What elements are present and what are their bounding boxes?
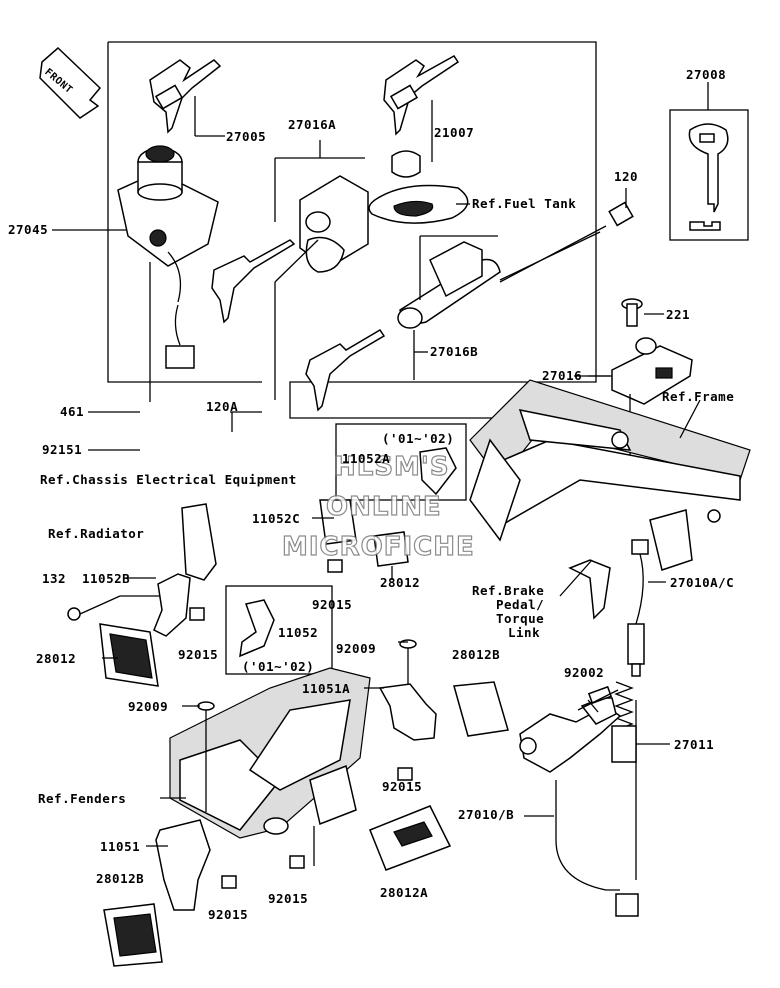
screw-221-icon [621, 298, 664, 327]
brake-pedal-icon [559, 559, 611, 620]
year-note-lower: ('01~'02) [242, 659, 315, 674]
part-label-92002: 92002 [564, 665, 605, 680]
part-label-27016B: 27016B [430, 344, 479, 359]
part-label-28012-upper: 28012 [380, 575, 421, 590]
reflector-28012A-icon [369, 805, 452, 871]
part-label-27045: 27045 [8, 222, 49, 237]
nut-92015-icon [189, 559, 413, 889]
ref-brake-line-1: Ref.Brake [472, 583, 545, 598]
part-label-27016: 27016 [542, 368, 583, 383]
part-label-28012B-right: 28012B [452, 647, 501, 662]
reflector-28012-icon [99, 623, 159, 687]
bolt-92009-icon [197, 639, 417, 812]
leader-lines [88, 375, 612, 847]
part-label-132: 132 [42, 571, 67, 586]
part-label-28012-left: 28012 [36, 651, 77, 666]
year-note-upper: ('01~'02) [382, 431, 455, 446]
ref-fenders: Ref.Fenders [38, 791, 127, 806]
ref-brake-line-2: Pedal/ [496, 597, 545, 612]
ref-frame: Ref.Frame [662, 389, 735, 404]
part-label-27005: 27005 [226, 129, 267, 144]
part-label-11051: 11051 [100, 839, 141, 854]
radiator-bracket-icon [181, 503, 217, 581]
brake-switch-icon [627, 539, 666, 677]
ref-brake-line-4: Link [508, 625, 541, 640]
lock-cylinder-icon [305, 231, 601, 412]
watermark-line-3: MICROFICHE [281, 531, 475, 562]
part-label-27010AC: 27010A/C [670, 575, 735, 590]
ref-radiator: Ref.Radiator [48, 526, 145, 541]
part-label-11051A: 11051A [302, 681, 351, 696]
bracket-11051-icon [155, 819, 211, 911]
ignition-switch-icon [117, 145, 219, 402]
part-label-28012A: 28012A [380, 885, 429, 900]
ref-chassis-electrical: Ref.Chassis Electrical Equipment [40, 472, 297, 487]
part-label-120: 120 [614, 169, 639, 184]
part-label-21007: 21007 [434, 125, 475, 140]
part-label-27016A: 27016A [288, 117, 337, 132]
part-label-11052B: 11052B [82, 571, 131, 586]
part-label-221: 221 [666, 307, 691, 322]
frame-icon [469, 379, 751, 571]
part-label-11052: 11052 [278, 625, 319, 640]
part-label-27008: 27008 [686, 67, 727, 82]
part-label-92015-upper: 92015 [312, 597, 353, 612]
assembly-frame [52, 41, 597, 419]
rear-switch-icon [519, 685, 639, 917]
part-label-11052A: 11052A [342, 451, 391, 466]
ref-fuel-tank: Ref.Fuel Tank [472, 196, 577, 211]
watermark-line-2: ONLINE [325, 491, 442, 522]
part-label-27011: 27011 [674, 737, 715, 752]
bracket-11052C-icon [319, 499, 409, 580]
part-label-92151: 92151 [42, 442, 83, 457]
part-label-120A: 120A [206, 399, 239, 414]
year-box-11052 [225, 585, 333, 675]
ignition-key-icon [149, 59, 225, 137]
part-label-28012B-left: 28012B [96, 871, 145, 886]
part-label-92015-lower-left: 92015 [208, 907, 249, 922]
part-label-11052C: 11052C [252, 511, 301, 526]
ref-brake-line-3: Torque [496, 611, 545, 626]
part-label-27010B: 27010/B [458, 807, 515, 822]
bracket-11052B-icon [67, 573, 191, 637]
bolt-120-icon [499, 188, 634, 283]
part-label-92015-lower: 92015 [268, 891, 309, 906]
part-label-92015-left: 92015 [178, 647, 219, 662]
part-label-92009-right: 92009 [336, 641, 377, 656]
watermark-line-1: HLSM'S [333, 451, 450, 482]
part-label-92015-mid: 92015 [382, 779, 423, 794]
front-arrow-icon [39, 46, 102, 119]
fender-icon [169, 667, 371, 866]
seat-lock-icon [211, 140, 369, 400]
reflector-28012B-icon [103, 681, 509, 967]
part-label-92009-left: 92009 [128, 699, 169, 714]
fuel-cap-key-icon [368, 55, 470, 224]
key-blank-box [669, 82, 749, 241]
year-box-11052A [335, 423, 467, 501]
spring-icon [611, 681, 670, 880]
part-label-461: 461 [60, 404, 85, 419]
